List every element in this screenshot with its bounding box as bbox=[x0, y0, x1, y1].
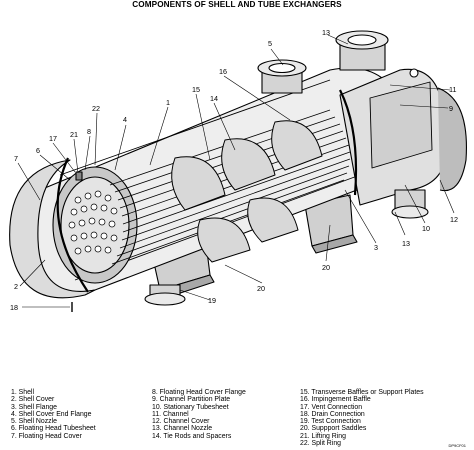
channel-nozzle-top bbox=[335, 30, 389, 71]
legend-item: 18. Drain Connection bbox=[300, 410, 365, 418]
callout-8: 8 bbox=[87, 127, 91, 136]
callout-17: 17 bbox=[49, 134, 57, 143]
legend-item: 9. Channel Partition Plate bbox=[152, 396, 231, 404]
channel-nozzle-bottom bbox=[391, 189, 429, 219]
legend-item: 21. Lifting Ring bbox=[300, 432, 346, 440]
callout-11: 11 bbox=[449, 85, 456, 94]
legend-column-2: 8. Floating Head Cover Flange 9. Channel… bbox=[152, 389, 246, 440]
support-saddle-right bbox=[304, 194, 358, 254]
callout-20: 20 bbox=[322, 263, 330, 272]
legend-column-3: 15. Transverse Baffles or Support Plates… bbox=[300, 389, 424, 447]
legend-item: 12. Channel Cover bbox=[152, 418, 210, 426]
callout-16: 16 bbox=[219, 67, 227, 76]
callout-19: 19 bbox=[208, 296, 216, 305]
legend-item: 15. Transverse Baffles or Support Plates bbox=[300, 389, 424, 396]
callout-2: 2 bbox=[14, 282, 18, 291]
callout-12: 12 bbox=[450, 215, 458, 224]
callout-9: 9 bbox=[449, 104, 453, 113]
callout-13: 13 bbox=[322, 28, 330, 37]
transverse-baffles bbox=[171, 120, 323, 263]
legend-item: 13. Channel Nozzle bbox=[152, 425, 213, 433]
callout-21: 21 bbox=[70, 130, 78, 139]
figure-code: DP9CF01 bbox=[448, 443, 466, 448]
legend-item: 10. Stationary Tubesheet bbox=[152, 403, 229, 411]
callout-5: 5 bbox=[268, 39, 272, 48]
legend-item: 7. Floating Head Cover bbox=[11, 432, 82, 440]
legend-item: 19. Test Connection bbox=[300, 418, 361, 426]
shell-nozzle bbox=[257, 59, 307, 94]
callout-13-lower: 13 bbox=[402, 239, 410, 248]
callout-15: 15 bbox=[192, 85, 200, 94]
legend-item: 3. Shell Flange bbox=[11, 403, 57, 411]
callout-14: 14 bbox=[210, 94, 218, 103]
callout-4: 4 bbox=[123, 115, 127, 124]
callout-20-lower: 20 bbox=[257, 284, 265, 293]
legend-item: 4. Shell Cover End Flange bbox=[11, 410, 92, 418]
legend-item: 17. Vent Connection bbox=[300, 403, 363, 411]
legend-item: 11. Channel bbox=[152, 410, 189, 418]
legend-item: 1. Shell bbox=[11, 389, 34, 396]
heat-exchanger-illustration: 1 2 3 4 5 6 7 8 9 10 11 12 13 14 15 16 1… bbox=[9, 28, 467, 312]
callout-10: 10 bbox=[422, 224, 430, 233]
callout-22: 22 bbox=[92, 104, 100, 113]
legend-item: 14. Tie Rods and Spacers bbox=[152, 432, 232, 440]
channel-cover bbox=[437, 87, 467, 192]
legend-item: 5. Shell Nozzle bbox=[11, 418, 57, 426]
legend-item: 2. Shell Cover bbox=[11, 396, 55, 404]
vent-connection bbox=[75, 171, 83, 181]
callout-7: 7 bbox=[14, 154, 18, 163]
legend-item: 8. Floating Head Cover Flange bbox=[152, 389, 246, 396]
drain-nozzle bbox=[144, 284, 186, 306]
legend-item: 16. Impingement Baffle bbox=[300, 396, 371, 404]
shell-cover bbox=[9, 159, 96, 299]
diagram-title: COMPONENTS OF SHELL AND TUBE EXCHANGERS bbox=[132, 0, 342, 9]
legend-item: 20. Suppport Saddles bbox=[300, 425, 367, 433]
legend-item: 6. Floating Head Tubesheet bbox=[11, 425, 96, 433]
legend-item: 22. Split Ring bbox=[300, 440, 341, 448]
callout-18: 18 bbox=[10, 303, 18, 312]
channel-partition-plate bbox=[369, 81, 433, 169]
shell-flange bbox=[339, 89, 358, 196]
callout-6: 6 bbox=[36, 146, 40, 155]
callout-3: 3 bbox=[374, 243, 378, 252]
legend-column-1: 1. Shell 2. Shell Cover 3. Shell Flange … bbox=[11, 389, 96, 440]
callout-1: 1 bbox=[166, 98, 170, 107]
shell-cover-end-flange bbox=[56, 157, 89, 293]
lifting-ring bbox=[409, 68, 419, 78]
